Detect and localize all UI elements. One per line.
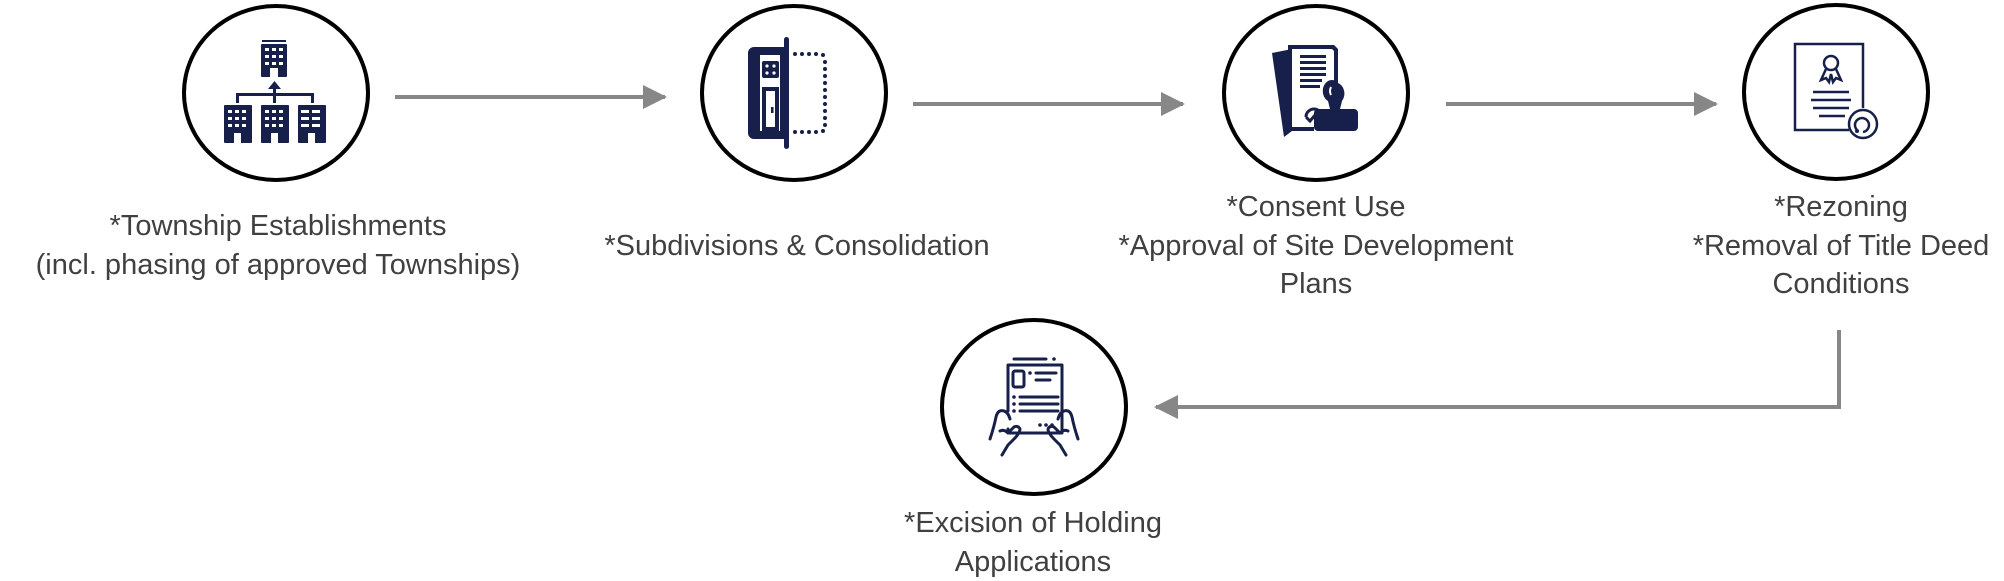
step-rezoning-node bbox=[1742, 3, 1930, 181]
label-line: Plans bbox=[1119, 265, 1514, 304]
step-subdivision-label: *Subdivisions & Consolidation bbox=[604, 227, 989, 266]
buildings-hierarchy-icon bbox=[220, 37, 332, 149]
step-township-label: *Township Establishments (incl. phasing … bbox=[36, 207, 521, 284]
step-township-node bbox=[182, 4, 370, 182]
step-consent-label: *Consent Use *Approval of Site Developme… bbox=[1119, 188, 1514, 304]
step-consent-node bbox=[1222, 4, 1410, 182]
hands-holding-document-icon bbox=[982, 355, 1086, 459]
step-rezoning-label: *Rezoning *Removal of Title Deed Conditi… bbox=[1693, 188, 1990, 304]
label-line: *Consent Use bbox=[1119, 188, 1514, 227]
step-excision-node bbox=[940, 318, 1128, 496]
building-subdivision-icon bbox=[746, 35, 842, 151]
step-excision-label: *Excision of Holding Applications bbox=[904, 504, 1162, 581]
document-stamp-icon bbox=[1268, 43, 1364, 143]
certificate-icon bbox=[1791, 40, 1881, 144]
step-subdivision-node bbox=[700, 4, 888, 182]
label-line: Applications bbox=[904, 543, 1162, 581]
label-line: *Rezoning bbox=[1693, 188, 1990, 227]
label-line: Conditions bbox=[1693, 265, 1990, 304]
arrow-rezoning-to-excision bbox=[1156, 330, 1839, 407]
label-line: *Township Establishments bbox=[36, 207, 521, 246]
label-line: *Excision of Holding bbox=[904, 504, 1162, 543]
label-line: *Removal of Title Deed bbox=[1693, 227, 1990, 266]
label-line: *Subdivisions & Consolidation bbox=[604, 227, 989, 266]
label-line: *Approval of Site Development bbox=[1119, 227, 1514, 266]
label-line: (incl. phasing of approved Townships) bbox=[36, 246, 521, 285]
